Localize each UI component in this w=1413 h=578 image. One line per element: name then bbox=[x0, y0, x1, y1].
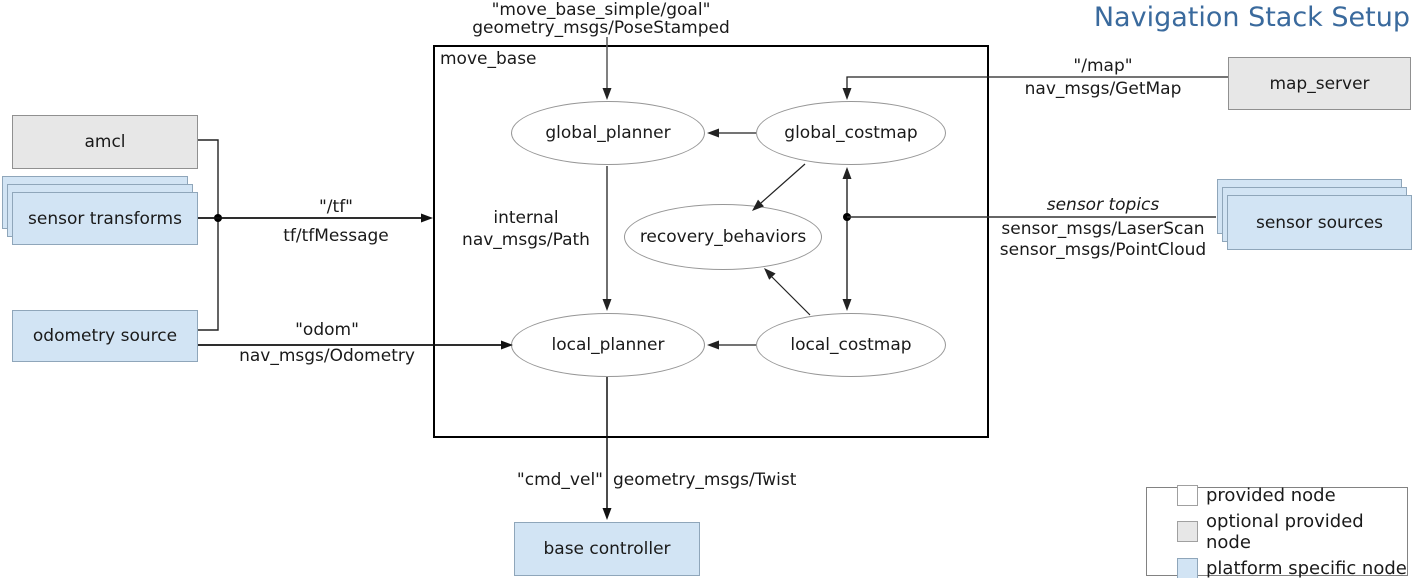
node-global-planner: global_planner bbox=[511, 101, 705, 165]
provided-node-swatch bbox=[1177, 484, 1198, 506]
platform-node-swatch bbox=[1177, 557, 1198, 578]
tf-junction-dot bbox=[214, 214, 222, 222]
node-local-costmap: local_costmap bbox=[756, 313, 946, 377]
node-sensor-sources-label: sensor sources bbox=[1255, 212, 1384, 233]
legend-platform-label: platform specific node bbox=[1206, 557, 1407, 578]
legend-row-platform: platform specific node bbox=[1177, 557, 1407, 578]
node-global-costmap: global_costmap bbox=[756, 101, 946, 165]
legend-row-optional: optional provided node bbox=[1177, 511, 1407, 553]
node-map-server-label: map_server bbox=[1269, 73, 1370, 94]
goal-type-label: geometry_msgs/PoseStamped bbox=[472, 18, 730, 38]
edge-tf-branch-line bbox=[198, 139, 219, 331]
node-amcl: amcl bbox=[12, 115, 198, 169]
odom-type-label: nav_msgs/Odometry bbox=[239, 346, 415, 366]
node-recovery-behaviors-label: recovery_behaviors bbox=[639, 227, 807, 247]
node-odometry-source: odometry source bbox=[12, 310, 198, 362]
node-local-costmap-label: local_costmap bbox=[790, 335, 912, 355]
internal-label-line2: nav_msgs/Path bbox=[462, 230, 590, 250]
node-sensor-transforms-label: sensor transforms bbox=[28, 208, 182, 229]
node-odometry-source-label: odometry source bbox=[32, 326, 178, 346]
map-type-label: nav_msgs/GetMap bbox=[1024, 79, 1182, 99]
node-local-planner: local_planner bbox=[511, 313, 705, 377]
node-global-costmap-label: global_costmap bbox=[784, 123, 918, 143]
sensor-topics-label: sensor topics bbox=[1046, 195, 1160, 215]
legend-optional-label: optional provided node bbox=[1206, 510, 1364, 553]
optional-node-swatch bbox=[1177, 521, 1198, 542]
legend-provided-label: provided node bbox=[1206, 484, 1336, 506]
tf-type-label: tf/tfMessage bbox=[283, 226, 389, 246]
cmdvel-type-label: geometry_msgs/Twist bbox=[613, 470, 797, 490]
edge-cmdvel-arrowhead bbox=[602, 508, 612, 520]
page-title: Navigation Stack Setup bbox=[1093, 2, 1410, 33]
sensor-topics-type2-label: sensor_msgs/PointCloud bbox=[999, 240, 1207, 260]
stack-sheet bbox=[1227, 195, 1412, 250]
internal-label-line1: internal bbox=[493, 208, 559, 228]
node-local-planner-label: local_planner bbox=[551, 335, 665, 355]
goal-topic-label: "move_base_simple/goal" bbox=[491, 0, 711, 20]
node-map-server: map_server bbox=[1228, 57, 1411, 110]
sensor-topics-type1-label: sensor_msgs/LaserScan bbox=[1001, 219, 1205, 239]
stack-sheet bbox=[12, 192, 198, 245]
tf-topic-label: "/tf" bbox=[318, 197, 354, 217]
node-base-controller: base controller bbox=[514, 522, 700, 576]
node-sensor-transforms: sensor transforms bbox=[2, 176, 198, 245]
move-base-container bbox=[433, 45, 989, 438]
node-sensor-sources: sensor sources bbox=[1217, 179, 1412, 250]
cmdvel-topic-label: "cmd_vel" bbox=[516, 470, 603, 490]
move-base-label: move_base bbox=[440, 49, 537, 69]
node-base-controller-label: base controller bbox=[543, 539, 671, 559]
map-topic-label: "/map" bbox=[1073, 56, 1133, 76]
legend: provided node optional provided node pla… bbox=[1146, 484, 1408, 578]
node-recovery-behaviors: recovery_behaviors bbox=[624, 204, 822, 270]
odom-topic-label: "odom" bbox=[295, 320, 359, 340]
node-amcl-label: amcl bbox=[84, 132, 126, 152]
node-global-planner-label: global_planner bbox=[545, 123, 671, 143]
legend-row-provided: provided node bbox=[1177, 484, 1407, 506]
